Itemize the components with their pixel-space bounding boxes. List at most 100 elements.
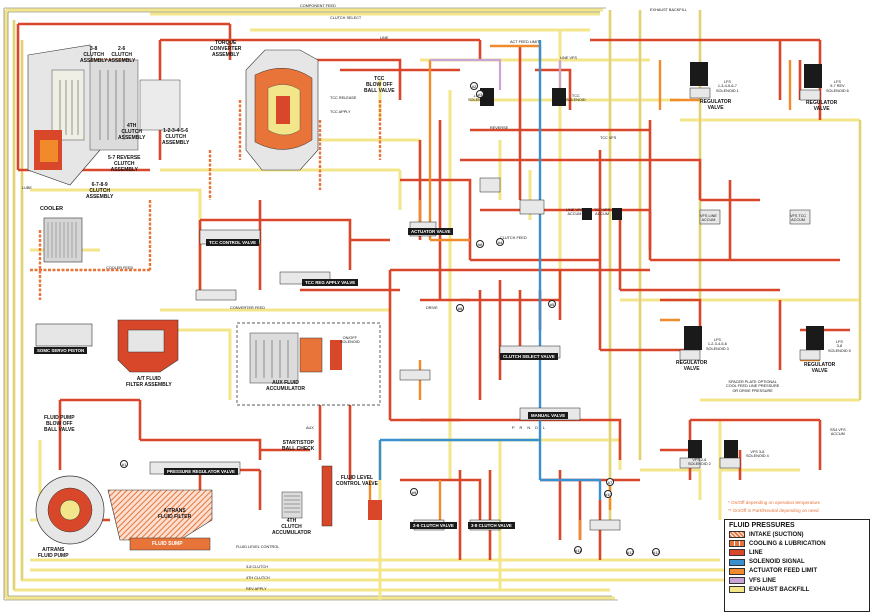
label-lfs-solenoid-b: LFS 5-7 REV SOLENOID 6 [826, 80, 849, 93]
legend-swatch [729, 586, 745, 594]
legend-item: VFS LINE [725, 576, 869, 585]
legend-item: EXHAUST BACKFILL [725, 585, 869, 594]
label-pump-blow-off: FLUID PUMP BLOW OFF BALL VALVE [44, 415, 75, 433]
ball-check: #12 [626, 548, 634, 556]
ball-check: #10 [604, 490, 612, 498]
label-spacer-plate: SPACER PLATE OPTIONAL COOL FEED LINE PRE… [726, 380, 780, 393]
label-on-off-solenoid: ON/OFF SOLENOID [340, 336, 360, 345]
line-label-fluid-level-control: FLUID LEVEL CONTROL [236, 545, 280, 549]
label-vfs-tcc-accum: VFS TCC ACCUM [790, 214, 807, 223]
label-start-stop-ball-check: START/STOP BALL CHECK [282, 440, 315, 452]
label-ss-vfs-accum: SS4 VFS ACCUM [830, 428, 846, 437]
legend-label: VFS LINE [749, 577, 777, 584]
label-2-6-clutch: 2-6 CLUTCH ASSEMBLY [108, 46, 136, 64]
ball-check: #2 [470, 82, 478, 90]
label-lfs-solenoid-a: LFS 1-3-4-5-6-7 SOLENOID 1 [716, 80, 739, 93]
line-label-converter-feed: CONVERTER FEED [230, 306, 265, 310]
ball-check: #6 [476, 240, 484, 248]
label-regulator-b: REGULATOR VALVE [806, 100, 838, 112]
line-label-3-8-clutch: 3-8 CLUTCH [246, 565, 268, 569]
line-label-exhaust-backfill: EXHAUST BACKFILL [650, 8, 687, 12]
line-label-act-feed-limit: ACT FEED LIMIT [510, 40, 540, 44]
label-fluid-sump: FLUID SUMP [152, 541, 183, 547]
tag-shift-valve-a: 2-6 CLUTCH VALVE [410, 522, 457, 529]
ball-check: #1 [120, 460, 128, 468]
label-tcc-solenoid: TCC SOLENOID [566, 94, 586, 103]
label-at-fluid-filter: A/T FLUID FILTER ASSEMBLY [126, 376, 172, 388]
line-label-reverse: REVERSE [490, 126, 509, 130]
line-label-cooler-feed: COOLER FEED [106, 266, 134, 270]
label-1-6-clutch: 1-2-3-4-5-6 CLUTCH ASSEMBLY [162, 128, 190, 146]
line-label-aux: AUX [306, 426, 314, 430]
legend-item: INTAKE (SUCTION) [725, 530, 869, 539]
legend-rows: INTAKE (SUCTION)COOLING & LUBRICATION LIN… [725, 530, 869, 594]
label-lfs-solenoid-d: LFS 3-8 SOLENOID 5 [828, 340, 851, 353]
legend-label: ACTUATOR FEED LIMIT [749, 568, 818, 575]
legend-label: LINE [749, 549, 763, 556]
label-4th-clutch-accum: 4TH CLUTCH ACCUMULATOR [272, 518, 311, 536]
ball-check: #3 [476, 90, 484, 98]
exhaust-outline [13, 10, 861, 590]
legend-swatch [729, 567, 745, 575]
pump-graphic [35, 475, 213, 551]
legend-item: SOLENOID SIGNAL [725, 558, 869, 567]
label-regulator-a: REGULATOR VALVE [700, 99, 732, 111]
line-label-rev-apply: REV APPLY [246, 587, 267, 591]
tag-clutch-select-valve: CLUTCH SELECT VALVE [500, 353, 558, 360]
line-label-tcc-apply: TCC APPLY [330, 110, 351, 114]
label-6-9-clutch: 6-7-8-9 CLUTCH ASSEMBLY [86, 182, 114, 200]
clutch-pack-graphic [27, 44, 181, 186]
manual-positions: P R N D L [512, 426, 548, 430]
cooler-graphic [43, 217, 83, 263]
legend-swatch [729, 540, 745, 548]
solenoid-stacks [480, 62, 824, 458]
line-label-lube: LUBE [22, 186, 32, 190]
label-line-vfs-accum: LINE VFS ACCUM [566, 208, 583, 217]
servo-filter-graphic [35, 319, 179, 373]
label-4th-clutch: 4TH CLUTCH ASSEMBLY [118, 123, 146, 141]
ball-check: #7 [606, 478, 614, 486]
ball-check: #4 [496, 238, 504, 246]
accumulator-graphic [281, 465, 382, 527]
legend-item: LINE [725, 548, 869, 557]
legend-label: COOLING & LUBRICATION [749, 540, 826, 547]
label-pump: A/TRANS FLUID PUMP [38, 547, 69, 559]
line-label-clutch-feed: CLUTCH FEED [500, 236, 527, 240]
tag-tcc-control-valve: TCC CONTROL VALVE [206, 239, 260, 246]
line-label-line: LINE [380, 36, 389, 40]
tag-tcc-reg-apply: TCC REG APPLY VALVE [302, 279, 359, 286]
fluid-pressures-legend: FLUID PRESSURES INTAKE (SUCTION)COOLING … [724, 519, 870, 612]
label-fluid-level-control: FLUID LEVEL CONTROL VALVE [336, 475, 378, 487]
line-label-line-vfs: LINE VFS [560, 56, 577, 60]
legend-label: SOLENOID SIGNAL [749, 559, 805, 566]
legend-swatch [729, 549, 745, 557]
label-vfs-line-accum: VFS LINE ACCUM [700, 214, 717, 223]
exhaust-network [3, 7, 618, 601]
label-lfs-solenoid-c: LFS 1-2-3-4-5-6 SOLENOID 3 [706, 338, 729, 351]
label-vfs-solenoid-4: VFS 3-8 SOLENOID 4 [746, 450, 769, 459]
legend-title: FLUID PRESSURES [729, 522, 795, 529]
note-operation-temperature: * On/Off depending on operation temperat… [728, 500, 821, 505]
label-somc-servo: SOMC SERVO PISTON [34, 347, 88, 354]
ball-check: #5 [548, 300, 556, 308]
torque-converter-graphic [245, 49, 319, 171]
tag-pressure-regulator: PRESSURE REGULATOR VALVE [164, 468, 238, 475]
line-label-4th-clutch: 4TH CLUTCH [246, 576, 270, 580]
label-5-7-reverse-clutch: 5-7 REVERSE CLUTCH ASSEMBLY [108, 155, 141, 173]
legend-item: ACTUATOR FEED LIMIT [725, 567, 869, 576]
solenoid-signal-network [378, 40, 602, 500]
label-regulator-d: REGULATOR VALVE [804, 362, 836, 374]
label-aux-accumulator: AUX FLUID ACCUMULATOR [266, 380, 305, 392]
aux-accumulator-box [236, 322, 381, 406]
label-torque-converter: TORQUE CONVERTER ASSEMBLY [210, 40, 242, 58]
tag-manual-valve: MANUAL VALVE [528, 412, 569, 419]
tag-shift-valve-b: 3-8 CLUTCH VALVE [468, 522, 515, 529]
ball-check: #9 [410, 488, 418, 496]
label-filter: A/TRANS FLUID FILTER [158, 508, 192, 520]
legend-swatch [729, 577, 745, 585]
note-park-neutral: ** On/Off in Park/Neutral depending on n… [728, 508, 819, 513]
label-3-8-clutch: 3-8 CLUTCH ASSEMBLY [80, 46, 108, 64]
label-tcc-vfs-accum: TCC VFS ACCUM [594, 208, 611, 217]
